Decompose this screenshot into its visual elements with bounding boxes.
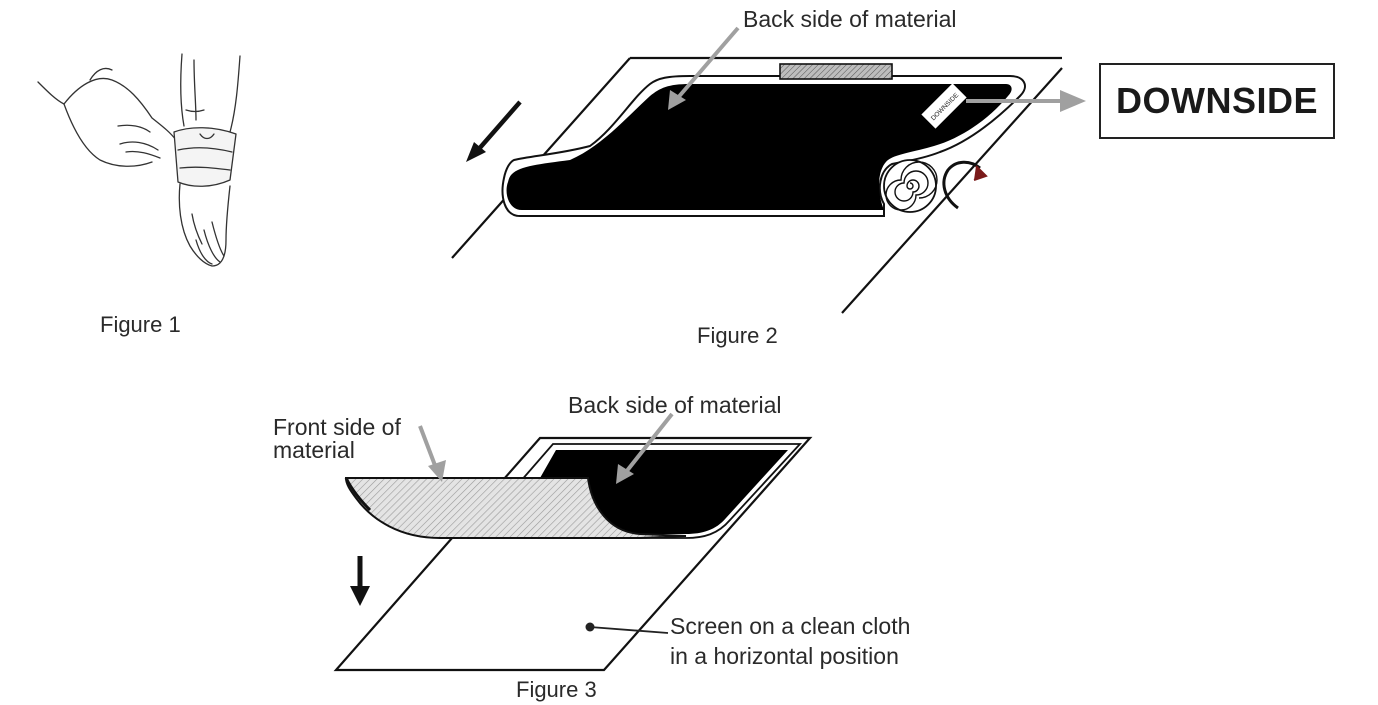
figure3-screen-pointer: [585, 622, 669, 634]
figure3-caption: Figure 3: [516, 677, 597, 702]
downside-callout-text: DOWNSIDE: [1116, 80, 1318, 121]
figure3-front-side-label-line1: Front side of: [273, 414, 401, 440]
figure1-caption: Figure 1: [100, 312, 181, 337]
figure2-material-roll: [883, 159, 938, 213]
figure2-direction-arrow-icon: [466, 100, 522, 162]
figure1-hands-illustration: [37, 53, 241, 267]
downside-callout-box: DOWNSIDE: [1099, 63, 1335, 139]
figure3-screen-label-line1: Screen on a clean cloth: [670, 613, 911, 639]
figure3-material-front: [344, 477, 687, 539]
figure2-material-back: [506, 84, 1012, 210]
rotate-arrow-icon: [942, 160, 988, 210]
figure2-back-side-label: Back side of material: [743, 6, 957, 32]
figure3-down-arrow-icon: [350, 556, 370, 606]
figure3-back-side-pointer-arrow-icon: [616, 412, 674, 484]
figure3-screen-label-line2: in a horizontal position: [670, 643, 899, 669]
figure3-front-side-label-line2: material: [273, 437, 355, 463]
figure2-caption: Figure 2: [697, 323, 778, 348]
figure2-downside-pointer-arrow-icon: [966, 90, 1086, 112]
figure3-front-side-pointer-arrow-icon: [418, 425, 446, 482]
figure2-tape-strip: [779, 63, 893, 80]
figure3-back-side-label: Back side of material: [568, 392, 782, 418]
figure2-back-side-pointer-arrow-icon: [668, 26, 740, 110]
